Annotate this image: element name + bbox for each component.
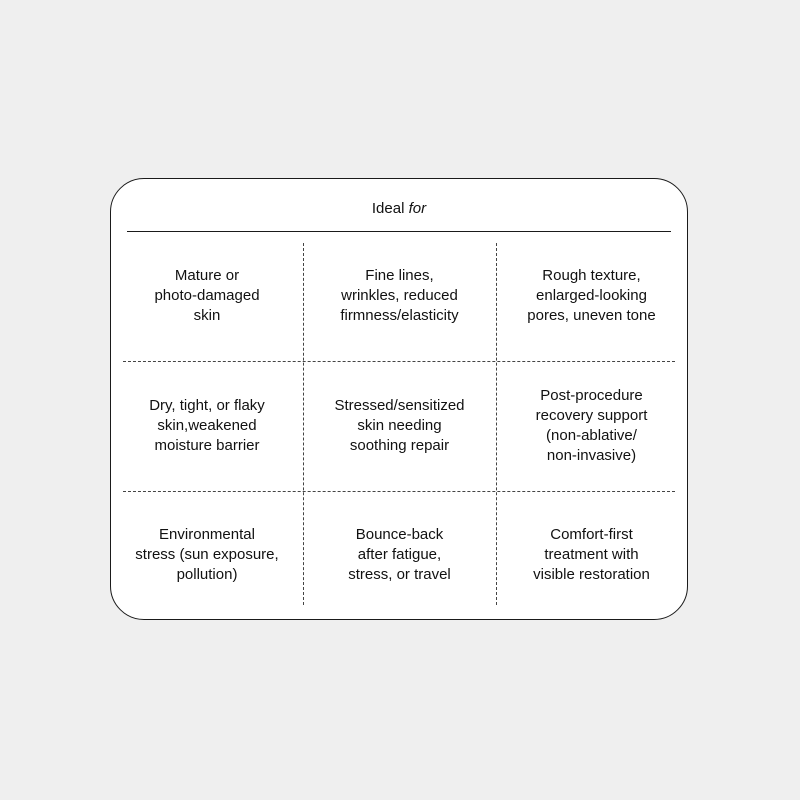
cell-text: Environmental stress (sun exposure, poll…: [135, 526, 279, 583]
ideal-for-card: Ideal for Mature or photo-damaged skin F…: [110, 178, 688, 620]
card-title-main: Ideal: [371, 200, 409, 217]
cell-text: Rough texture, enlarged-looking pores, u…: [527, 267, 656, 324]
cell-text: Stressed/sensitized skin needing soothin…: [334, 397, 465, 454]
cell-text: Post-procedure recovery support (non-abl…: [535, 387, 648, 464]
grid-cell-9: Comfort-first treatment with visible res…: [496, 491, 687, 619]
grid-cell-4: Dry, tight, or flaky skin,weakened moist…: [111, 361, 303, 491]
column-divider-1: [303, 243, 304, 605]
grid-cell-6: Post-procedure recovery support (non-abl…: [496, 361, 687, 491]
cell-text: Bounce-back after fatigue, stress, or tr…: [348, 526, 451, 583]
grid-cell-2: Fine lines, wrinkles, reduced firmness/e…: [303, 231, 496, 361]
cell-text: Dry, tight, or flaky skin,weakened moist…: [149, 397, 265, 454]
cell-text: Mature or photo-damaged skin: [154, 267, 260, 324]
column-divider-2: [496, 243, 497, 605]
grid-cell-1: Mature or photo-damaged skin: [111, 231, 303, 361]
grid-cell-3: Rough texture, enlarged-looking pores, u…: [496, 231, 687, 361]
card-title-emphasis: for: [408, 200, 427, 217]
benefits-grid: Mature or photo-damaged skin Fine lines,…: [111, 231, 687, 619]
card-title: Ideal for: [111, 199, 687, 219]
grid-cell-8: Bounce-back after fatigue, stress, or tr…: [303, 491, 496, 619]
grid-cell-7: Environmental stress (sun exposure, poll…: [111, 491, 303, 619]
row-divider-2: [123, 491, 675, 492]
cell-text: Fine lines, wrinkles, reduced firmness/e…: [340, 267, 459, 324]
row-divider-1: [123, 361, 675, 362]
grid-cell-5: Stressed/sensitized skin needing soothin…: [303, 361, 496, 491]
title-divider: [127, 231, 671, 232]
cell-text: Comfort-first treatment with visible res…: [533, 526, 650, 583]
